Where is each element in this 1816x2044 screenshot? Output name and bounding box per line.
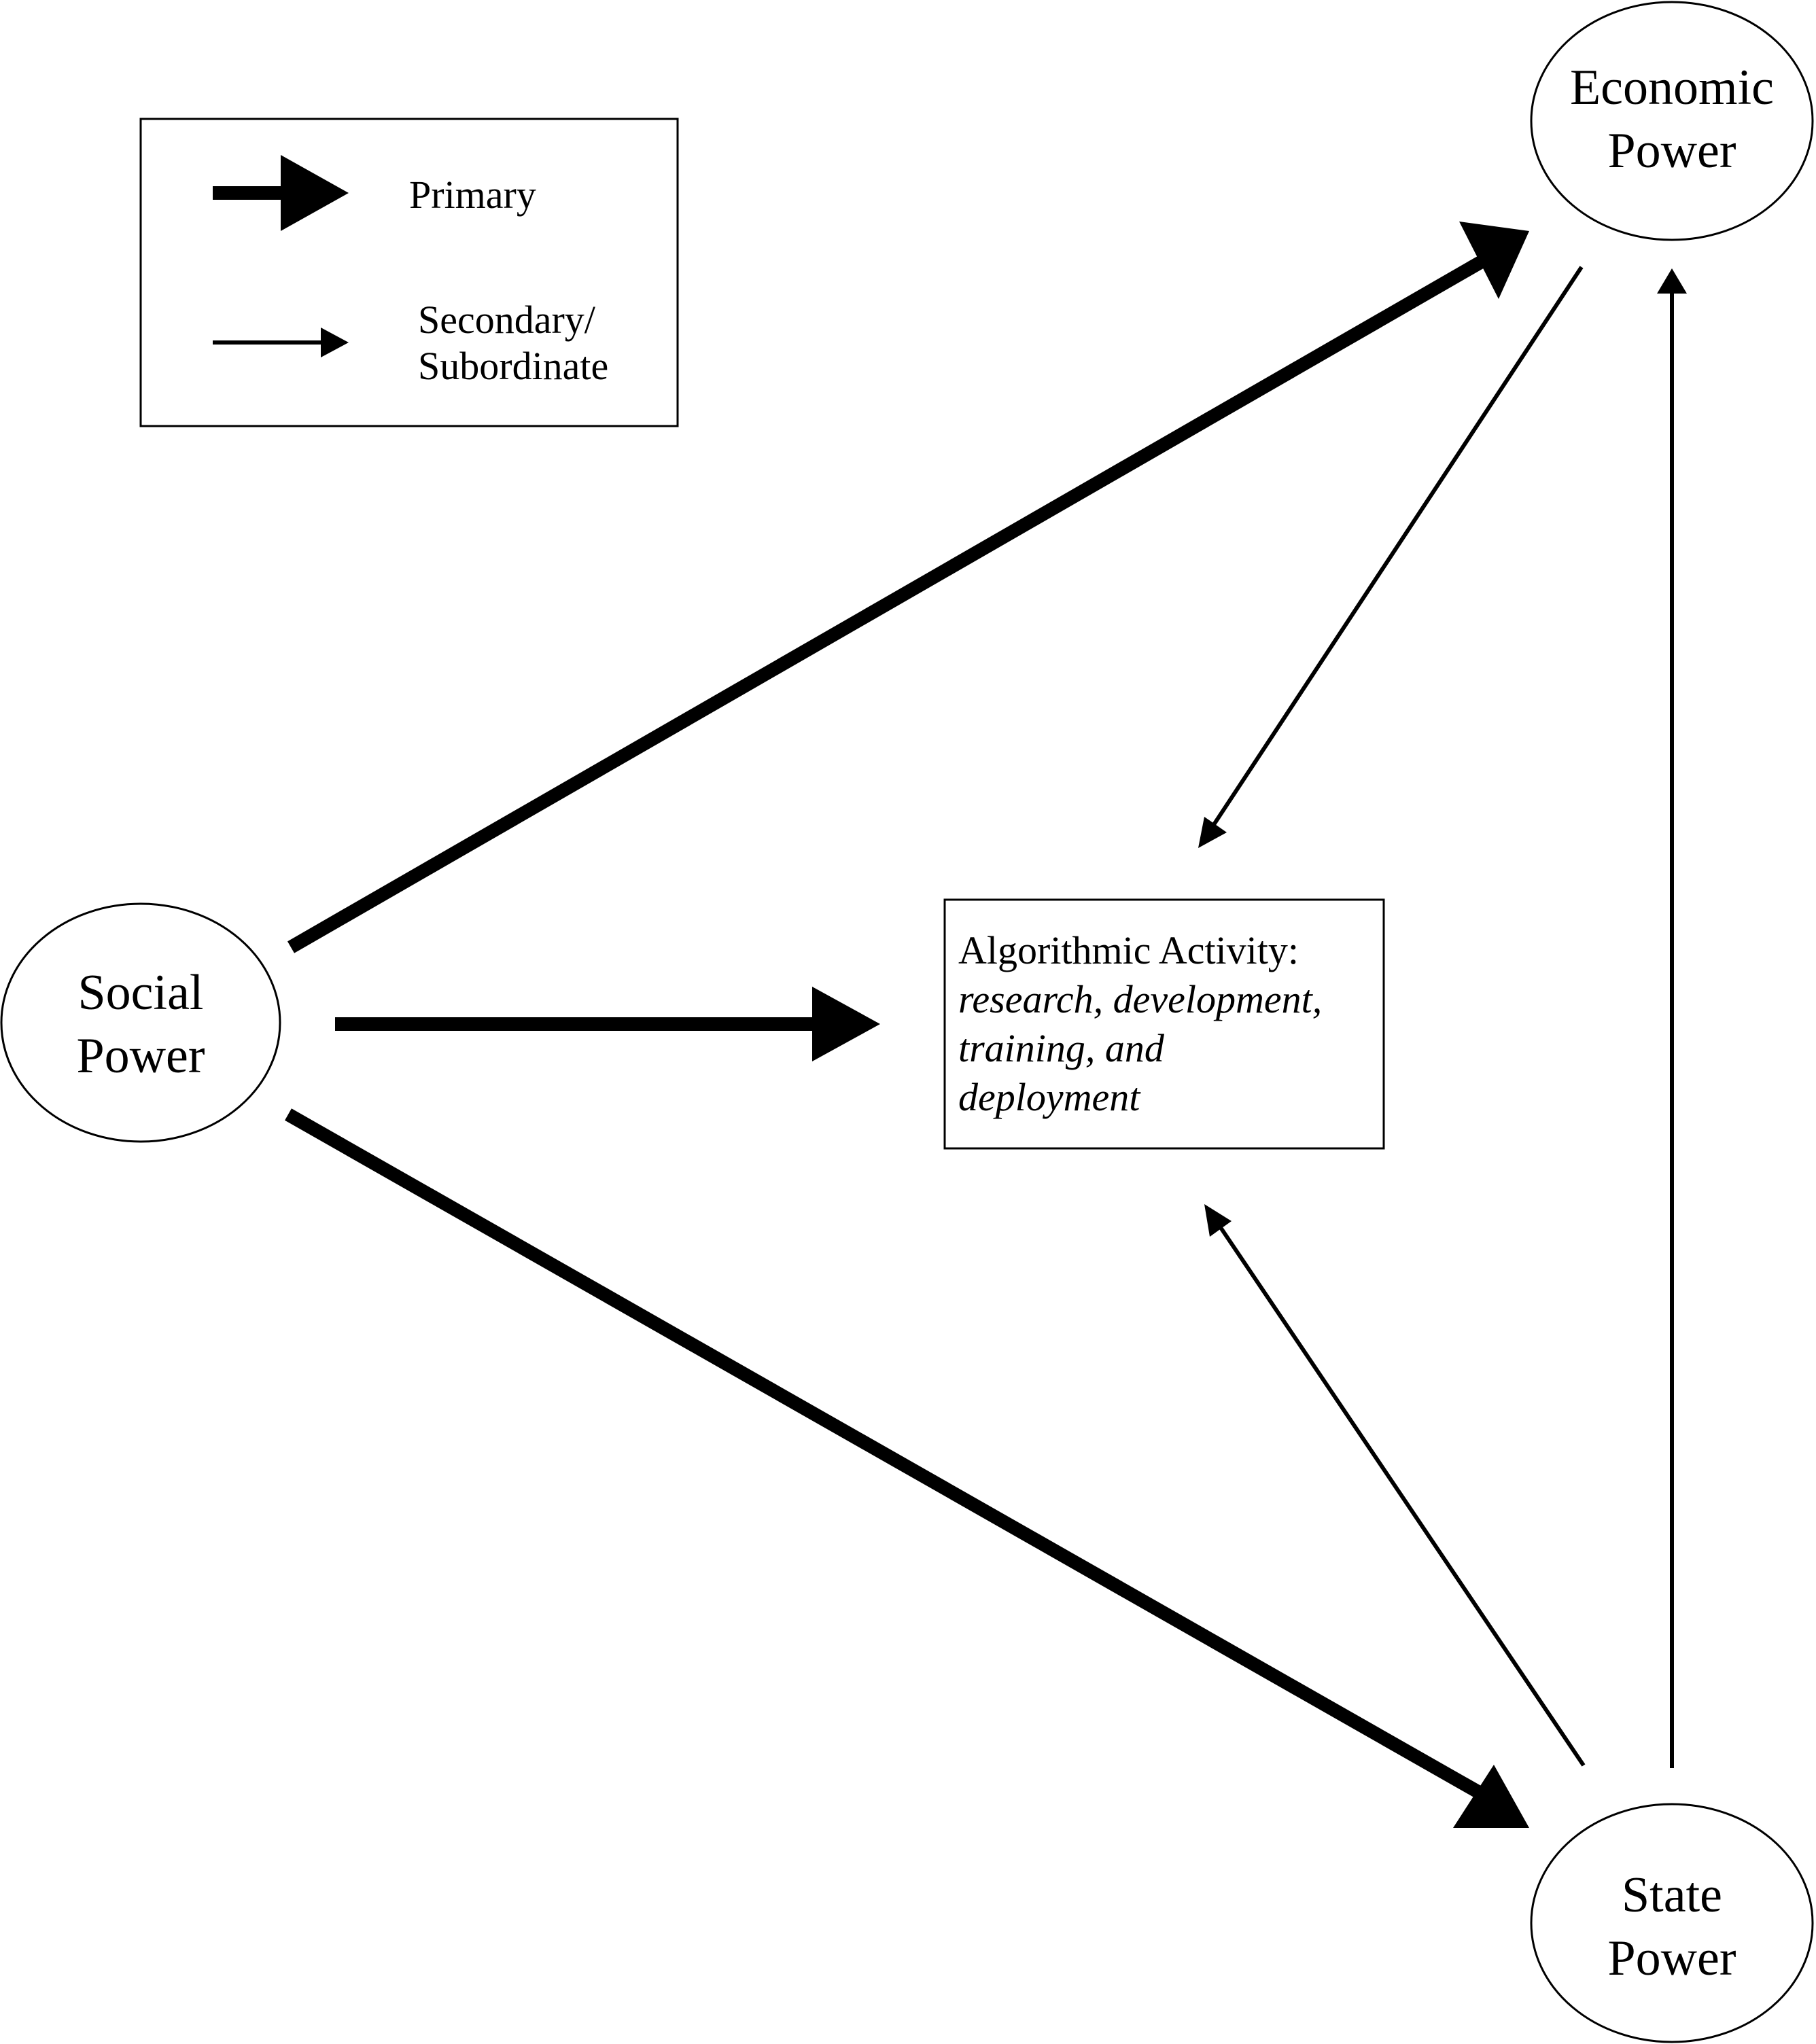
arrow-economic-to-activity bbox=[1198, 266, 1584, 848]
legend-primary-arrow-icon bbox=[213, 155, 349, 231]
legend-secondary-label-line2: Subordinate bbox=[418, 344, 608, 388]
legend: Primary Secondary/ Subordinate bbox=[139, 118, 679, 427]
algorithmic-activity-title: Algorithmic Activity: bbox=[958, 928, 1299, 972]
node-economic-power-line1: Economic bbox=[1570, 60, 1774, 116]
node-social-power: Social Power bbox=[0, 902, 281, 1143]
node-state-power-line1: State bbox=[1622, 1867, 1722, 1923]
node-economic-power-ellipse bbox=[1530, 1, 1814, 241]
node-state-power-line2: Power bbox=[1607, 1931, 1736, 1986]
legend-primary-label: Primary bbox=[409, 173, 536, 217]
legend-secondary-label-line1: Secondary/ bbox=[418, 298, 596, 342]
node-state-power-ellipse bbox=[1530, 1803, 1814, 2043]
node-social-power-line1: Social bbox=[78, 965, 204, 1021]
arrow-state-to-activity bbox=[1204, 1204, 1586, 1767]
node-state-power: State Power bbox=[1530, 1803, 1814, 2043]
algorithmic-activity-box: Algorithmic Activity: research, developm… bbox=[943, 898, 1385, 1150]
arrow-state-to-economic bbox=[1657, 268, 1687, 1768]
legend-secondary-arrow-icon bbox=[213, 328, 349, 357]
algorithmic-activity-desc-line1: research, development, bbox=[958, 977, 1322, 1021]
legend-frame bbox=[139, 118, 679, 427]
algorithmic-activity-desc-line3: deployment bbox=[958, 1075, 1141, 1119]
arrow-social-to-economic bbox=[287, 222, 1529, 953]
node-economic-power: Economic Power bbox=[1530, 1, 1814, 241]
algorithmic-activity-desc-line2: training, and bbox=[958, 1026, 1165, 1070]
arrow-social-to-state bbox=[285, 1108, 1529, 1828]
node-social-power-ellipse bbox=[0, 902, 281, 1143]
algorithmic-activity-frame bbox=[943, 898, 1385, 1150]
node-social-power-line2: Power bbox=[76, 1028, 205, 1084]
node-economic-power-line2: Power bbox=[1607, 123, 1736, 179]
arrow-social-to-activity bbox=[335, 987, 880, 1061]
